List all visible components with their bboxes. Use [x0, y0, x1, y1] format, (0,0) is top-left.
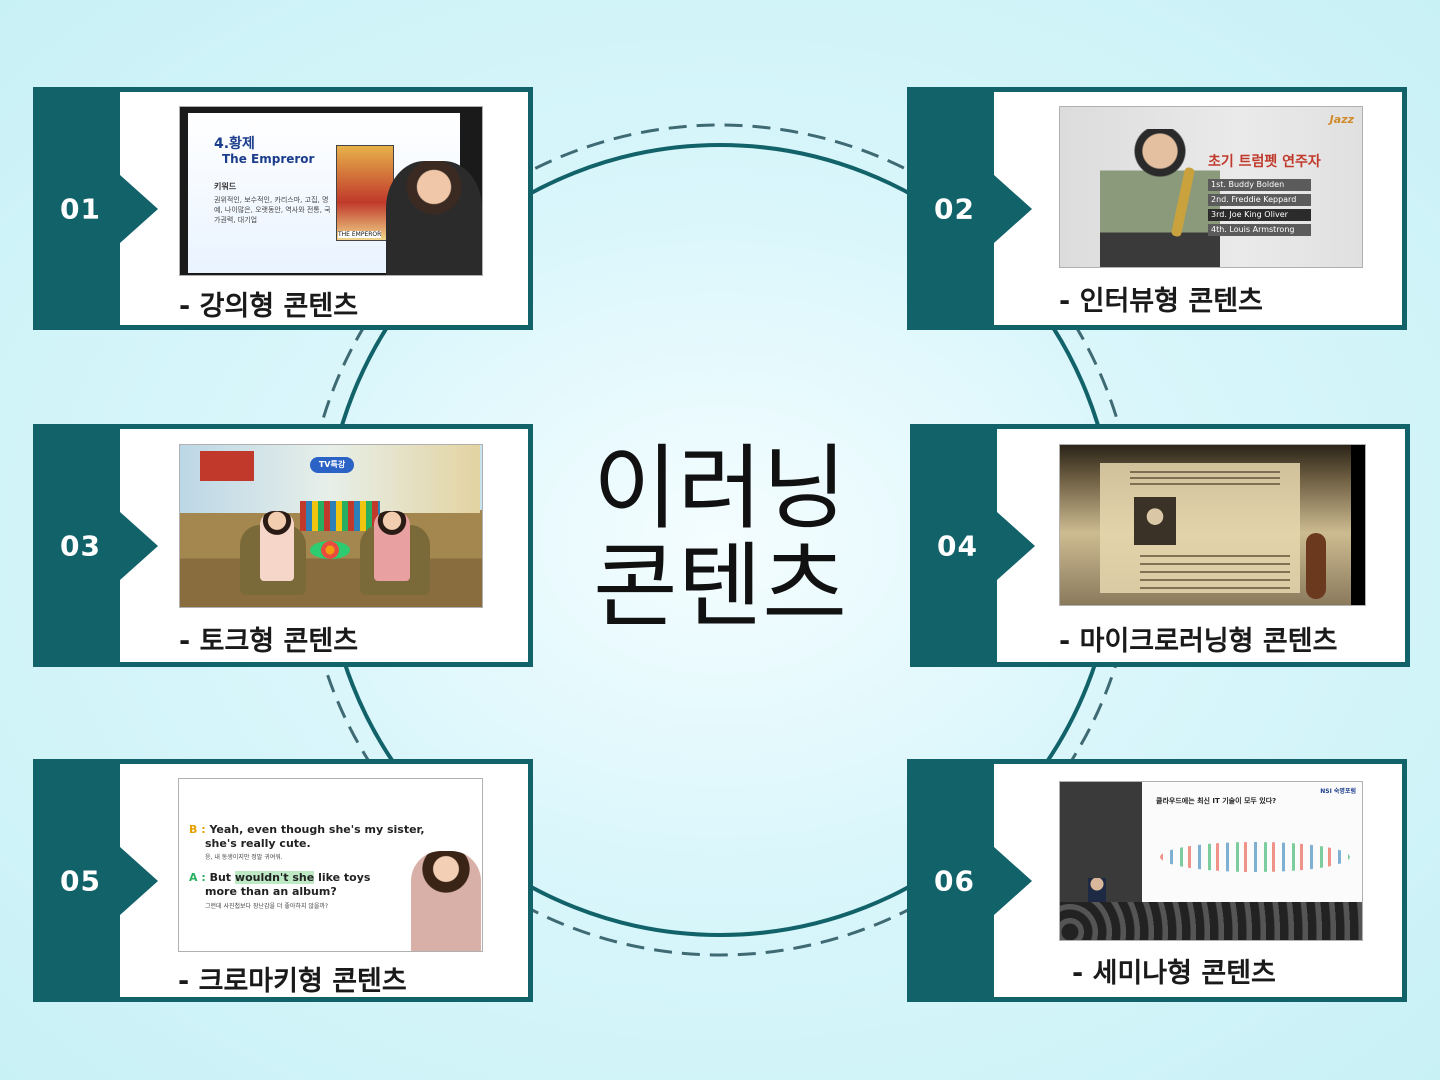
content-card-05[interactable]: 05 B : Yeah, even though she's my sister…	[33, 759, 533, 1002]
dialog-a-korean: 그런데 사진첩보다 장난감을 더 좋아하지 않을까?	[205, 903, 329, 910]
host-figure	[260, 511, 294, 581]
interview-heading: 초기 트럼펫 연주자	[1208, 154, 1321, 170]
presenter-figure	[411, 851, 481, 951]
slide-header-lines	[1130, 471, 1280, 485]
card-caption: - 인터뷰형 콘텐츠	[1059, 286, 1263, 317]
dialog-b-line2: she's really cute.	[205, 837, 311, 850]
tarot-card-image	[336, 145, 394, 241]
number-tag: 02	[912, 92, 994, 325]
slide-keyword-text: 권위적인, 보수적인, 카리스마, 고집, 명예, 나이많은, 오랫동안, 역사…	[214, 196, 331, 224]
interview-thumbnail: Jazz 초기 트럼펫 연주자 1st. Buddy Bolden 2nd. F…	[1059, 106, 1363, 268]
card-caption: - 세미나형 콘텐츠	[1072, 958, 1276, 989]
guest-figure	[374, 511, 410, 581]
card-number: 06	[934, 864, 975, 897]
seminar-logo: NSI 숙명포럼	[1320, 788, 1356, 795]
content-card-03[interactable]: 03 TV특강 - 토크형 콘텐츠	[33, 424, 533, 667]
card-caption: - 마이크로러닝형 콘텐츠	[1059, 626, 1338, 657]
number-tag: 04	[915, 429, 997, 662]
screen-title: 클라우드에는 최신 IT 기술이 모두 있다?	[1156, 797, 1277, 805]
slide-text-lines	[1140, 555, 1290, 589]
center-title: 이러닝 콘텐츠	[520, 440, 920, 636]
cello-image	[1306, 533, 1326, 599]
number-tag: 01	[38, 92, 120, 325]
show-sign	[200, 451, 254, 481]
dialog-a-line2: more than an album?	[205, 885, 337, 898]
slide-subtitle: The Empreror	[222, 152, 315, 166]
saxophonist-figure	[1100, 129, 1220, 267]
speaker-a-label: A :	[189, 871, 206, 884]
video-edge	[1351, 445, 1365, 605]
card-number: 04	[937, 529, 978, 562]
list-item: 3rd. Joe King Oliver	[1208, 209, 1311, 221]
center-title-line1: 이러닝	[593, 435, 847, 542]
portrait-image	[1134, 497, 1176, 545]
number-tag: 06	[912, 764, 994, 997]
microlearning-thumbnail	[1059, 444, 1366, 606]
chromakey-thumbnail: B : Yeah, even though she's my sister, s…	[178, 778, 483, 952]
list-item: 2nd. Freddie Keppard	[1208, 194, 1311, 206]
jazz-logo: Jazz	[1329, 113, 1354, 126]
lecturer-figure	[386, 161, 482, 275]
card-number: 02	[934, 192, 975, 225]
flower-arrangement	[310, 541, 350, 559]
content-card-02[interactable]: 02 Jazz 초기 트럼펫 연주자 1st. Buddy Bolden 2nd…	[907, 87, 1407, 330]
slide-keyword-label: 키워드	[214, 182, 237, 191]
card-caption: - 토크형 콘텐츠	[179, 626, 359, 657]
card-caption: - 크로마키형 콘텐츠	[178, 966, 407, 997]
lecture-thumbnail: 4.황제 The Empreror 키워드 권위적인, 보수적인, 카리스마, …	[179, 106, 483, 276]
bookshelf	[300, 501, 380, 531]
dialog-b-korean: 응, 내 동생이지만 정말 귀여워.	[205, 854, 283, 861]
audience	[1060, 902, 1362, 940]
center-title-line2: 콘텐츠	[593, 533, 847, 640]
dialog-b-line1: Yeah, even though she's my sister,	[209, 823, 425, 836]
screen-diagram	[1160, 842, 1350, 872]
number-tag: 05	[38, 764, 120, 997]
dialog-a-highlight: wouldn't she	[234, 871, 315, 884]
content-card-04[interactable]: 04 - 마이크로러닝형 콘텐츠	[910, 424, 1410, 667]
content-card-06[interactable]: 06 클라우드에는 최신 IT 기술이 모두 있다? NSI 숙명포럼 - 세미…	[907, 759, 1407, 1002]
slide-title: 4.황제	[214, 136, 255, 152]
card-caption: - 강의형 콘텐츠	[179, 291, 359, 322]
dialog-a-pre: But	[209, 871, 235, 884]
dialog-a-post: like toys	[314, 871, 371, 884]
list-item: 1st. Buddy Bolden	[1208, 179, 1311, 191]
seminar-thumbnail: 클라우드에는 최신 IT 기술이 모두 있다? NSI 숙명포럼	[1059, 781, 1363, 941]
card-number: 01	[60, 192, 101, 225]
speaker-b-label: B :	[189, 823, 206, 836]
list-item: 4th. Louis Armstrong	[1208, 224, 1311, 236]
card-number: 05	[60, 864, 101, 897]
tv-banner: TV특강	[310, 457, 354, 473]
content-card-01[interactable]: 01 4.황제 The Empreror 키워드 권위적인, 보수적인, 카리스…	[33, 87, 533, 330]
number-tag: 03	[38, 429, 120, 662]
card-number: 03	[60, 529, 101, 562]
talk-thumbnail: TV특강	[179, 444, 483, 608]
tarot-card-label: THE EMPEROR	[338, 231, 382, 238]
